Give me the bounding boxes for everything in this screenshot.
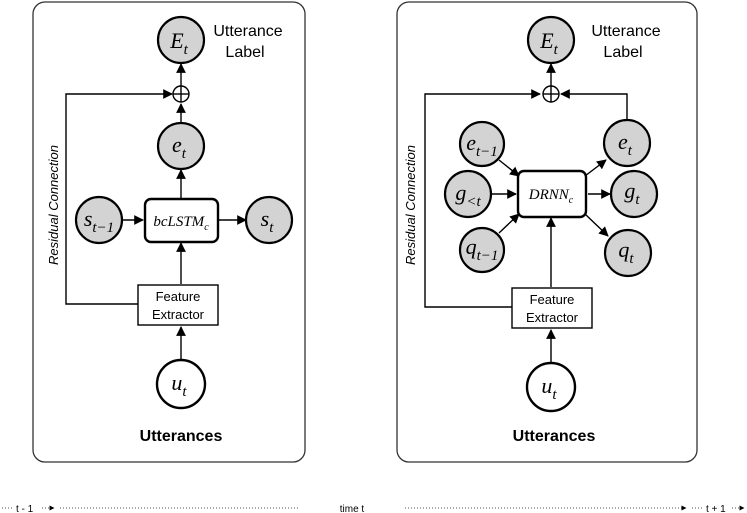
right-arrow-box-to-e [584,159,607,177]
right-q-node: qt [603,228,653,278]
right-residual-label: Residual Connection [403,145,418,265]
right-panel: Residual Connection Et Utterance Label [396,1,698,463]
svg-text:st−1: st−1 [84,206,114,236]
left-utterance-label-line2: Label [225,44,264,61]
left-residual-connection [65,89,173,305]
svg-text:g<t: g<t [455,180,481,210]
svg-text:Feature: Feature [156,289,201,304]
left-e-node: et [156,121,206,171]
svg-text:et: et [172,132,187,162]
svg-text:ut: ut [541,373,557,403]
left-panel: Residual Connection Et Utterance Label e… [32,1,306,463]
right-DRNN-box: DRNNc [516,169,588,219]
timeline-right-label: t + 1 [706,504,726,513]
left-u-node: ut [155,358,207,410]
timeline-left-label: t - 1 [16,504,34,513]
left-sum-node [172,85,190,103]
right-feature-extractor-box: Feature Extractor [511,287,593,329]
svg-text:qt−1: qt−1 [466,234,499,264]
right-residual-connection [424,89,541,308]
timeline: t - 1 time t t + 1 [2,504,745,513]
svg-text:Et: Et [539,28,558,58]
left-s-prev-node: st−1 [74,195,124,245]
svg-text:et: et [618,129,633,159]
right-g-lt-node: g<t [443,169,493,219]
right-g-node: gt [609,169,659,219]
svg-text:gt: gt [624,178,640,208]
svg-text:DRNNc: DRNNc [528,187,574,206]
right-q-prev-node: qt−1 [458,226,506,274]
svg-text:qt: qt [618,237,634,267]
right-arrow-box-to-q [584,213,609,237]
right-e-prev-node: et−1 [458,120,506,168]
svg-text:Extractor: Extractor [152,307,205,322]
right-arrow-e-to-sum [560,89,628,120]
svg-text:Feature: Feature [530,292,575,307]
left-residual-label: Residual Connection [46,145,61,265]
left-s-node: st [244,195,294,245]
svg-text:et−1: et−1 [466,130,498,160]
svg-text:bcLSTMc: bcLSTMc [153,214,209,233]
svg-text:ut: ut [171,370,187,400]
right-E-node: Et [526,15,576,65]
left-utterances-label: Utterances [140,428,223,445]
left-E-node: Et [156,15,206,65]
right-u-node: ut [525,361,577,413]
right-panel-border [396,1,698,463]
svg-text:Extractor: Extractor [526,310,579,325]
right-sum-node [542,85,560,103]
right-arrow-eprev-to-box [498,159,520,177]
svg-text:st: st [261,206,275,236]
left-feature-extractor-box: Feature Extractor [137,284,219,326]
right-utterance-label-line1: Utterance [591,23,660,40]
right-arrow-qprev-to-box [498,213,520,234]
right-utterances-label: Utterances [513,428,596,445]
right-e-node: et [602,118,652,168]
svg-text:Et: Et [169,28,188,58]
left-utterance-label-line1: Utterance [213,23,282,40]
right-utterance-label-line2: Label [603,44,642,61]
left-bcLSTM-box: bcLSTMc [143,197,220,244]
timeline-center-label: time t [340,504,365,513]
